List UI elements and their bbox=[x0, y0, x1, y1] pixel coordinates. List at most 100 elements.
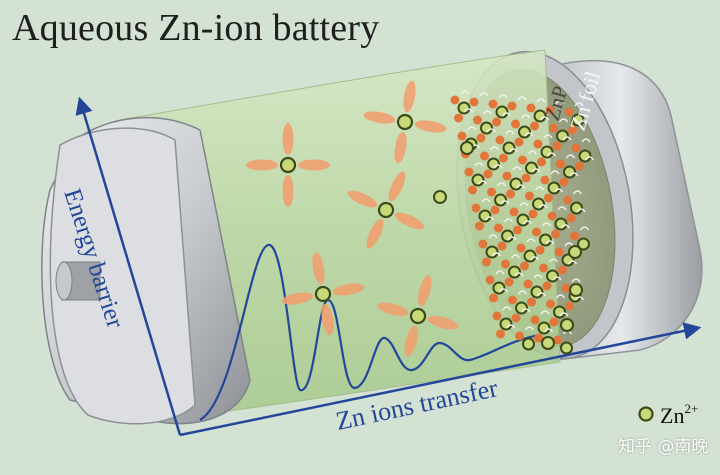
znp-particle bbox=[523, 279, 533, 289]
znp-particle bbox=[537, 157, 546, 167]
zn-ion bbox=[523, 249, 537, 263]
znp-particle bbox=[516, 243, 526, 253]
znp-particle bbox=[478, 239, 488, 249]
ligand-stroke bbox=[524, 132, 534, 137]
znp-particle bbox=[513, 225, 522, 235]
znp-particle bbox=[495, 135, 505, 145]
zn-ion bbox=[532, 197, 545, 211]
ligand-stroke bbox=[477, 180, 488, 185]
zn-ion bbox=[478, 209, 492, 223]
ligand-stroke bbox=[505, 324, 516, 329]
znp-particle bbox=[526, 103, 536, 113]
ligand-stroke bbox=[545, 240, 555, 245]
ligand-stroke bbox=[526, 238, 536, 243]
znp-particle bbox=[520, 261, 529, 271]
ligand-stroke bbox=[510, 254, 521, 259]
ligand-stroke bbox=[463, 108, 474, 113]
legend-ion-icon bbox=[638, 406, 654, 422]
ligand-stroke bbox=[486, 128, 496, 133]
ligand-stroke bbox=[546, 152, 557, 157]
znp-particle bbox=[492, 311, 502, 321]
ligand-stroke bbox=[559, 312, 569, 317]
ligand-stroke bbox=[533, 274, 543, 279]
solvent-lobe bbox=[347, 190, 378, 208]
solvent-lobe bbox=[394, 131, 407, 164]
ligand-stroke bbox=[558, 118, 569, 123]
ligand-stroke bbox=[527, 150, 538, 155]
solvent-lobe bbox=[377, 302, 409, 317]
znp-particle bbox=[544, 193, 553, 203]
solvent-lobe bbox=[282, 175, 294, 207]
ligand-stroke bbox=[498, 94, 508, 99]
zn-ion bbox=[533, 109, 547, 123]
ligand-stroke bbox=[514, 272, 524, 277]
znp-particle bbox=[527, 297, 536, 307]
znp-particle bbox=[489, 293, 498, 303]
znp-particle bbox=[521, 173, 531, 183]
solvent-lobe bbox=[414, 120, 447, 133]
ligand-stroke bbox=[584, 156, 595, 161]
legend-ion-label: Zn2+ bbox=[660, 401, 698, 428]
zn-ion bbox=[546, 269, 559, 283]
zn-ion bbox=[501, 229, 514, 243]
ligand-stroke bbox=[571, 278, 581, 283]
solvent-lobe bbox=[246, 159, 278, 171]
zn-ion bbox=[485, 245, 499, 259]
znp-particle bbox=[501, 259, 510, 269]
zn-ion bbox=[515, 301, 528, 315]
ligand-stroke bbox=[519, 202, 529, 207]
znp-particle bbox=[565, 301, 574, 311]
solvated-zn-ions bbox=[246, 80, 459, 357]
solvent-lobe bbox=[403, 80, 416, 113]
ligand-stroke bbox=[531, 168, 541, 173]
ligand-stroke bbox=[574, 102, 584, 107]
ligand-stroke bbox=[482, 110, 493, 115]
znp-particle bbox=[542, 281, 552, 291]
ligand-stroke bbox=[517, 290, 528, 295]
ligand-stroke bbox=[500, 200, 510, 205]
solvated-ion-5 bbox=[377, 275, 459, 357]
znp-particle bbox=[528, 209, 538, 219]
znp-particle bbox=[483, 169, 493, 179]
znp-particle bbox=[515, 331, 524, 341]
znp-particle bbox=[549, 123, 558, 133]
ligand-stroke bbox=[508, 148, 519, 153]
ligand-stroke bbox=[536, 292, 547, 297]
zn-ion bbox=[487, 157, 500, 171]
ligand-stroke bbox=[565, 154, 576, 159]
ligand-stroke bbox=[522, 220, 533, 225]
zn-ion bbox=[471, 173, 485, 187]
ligand-stroke bbox=[474, 162, 484, 167]
znp-particle bbox=[575, 161, 584, 171]
ligand-stroke bbox=[501, 112, 512, 117]
zn-ion bbox=[539, 233, 552, 247]
znp-particle bbox=[504, 277, 514, 287]
ligand-stroke bbox=[529, 256, 540, 261]
zn-ion bbox=[495, 105, 509, 119]
ligand-stroke bbox=[553, 188, 564, 193]
ligand-stroke bbox=[577, 120, 588, 125]
ligand-stroke bbox=[507, 236, 517, 241]
znp-particle bbox=[464, 167, 474, 177]
ligand-stroke bbox=[536, 98, 546, 103]
znp-particle bbox=[482, 257, 491, 267]
znp-particle bbox=[559, 177, 569, 187]
ligand-stroke bbox=[560, 224, 571, 229]
znp-particle bbox=[450, 95, 460, 105]
zn-ion bbox=[525, 161, 538, 175]
ligand-stroke bbox=[548, 258, 559, 263]
znp-particle bbox=[540, 175, 550, 185]
ligand-stroke bbox=[479, 92, 489, 97]
solvated-ion-1 bbox=[363, 80, 447, 164]
zn-ion bbox=[556, 129, 569, 143]
znp-particle bbox=[534, 333, 543, 343]
solvated-ion-2 bbox=[246, 123, 330, 207]
znp-particle bbox=[497, 241, 507, 251]
znp-particle bbox=[556, 159, 565, 169]
ligand-stroke bbox=[460, 90, 470, 95]
znp-particle bbox=[468, 185, 477, 195]
ligand-stroke bbox=[564, 242, 574, 247]
ligand-stroke bbox=[498, 288, 509, 293]
ligand-stroke bbox=[579, 226, 590, 231]
